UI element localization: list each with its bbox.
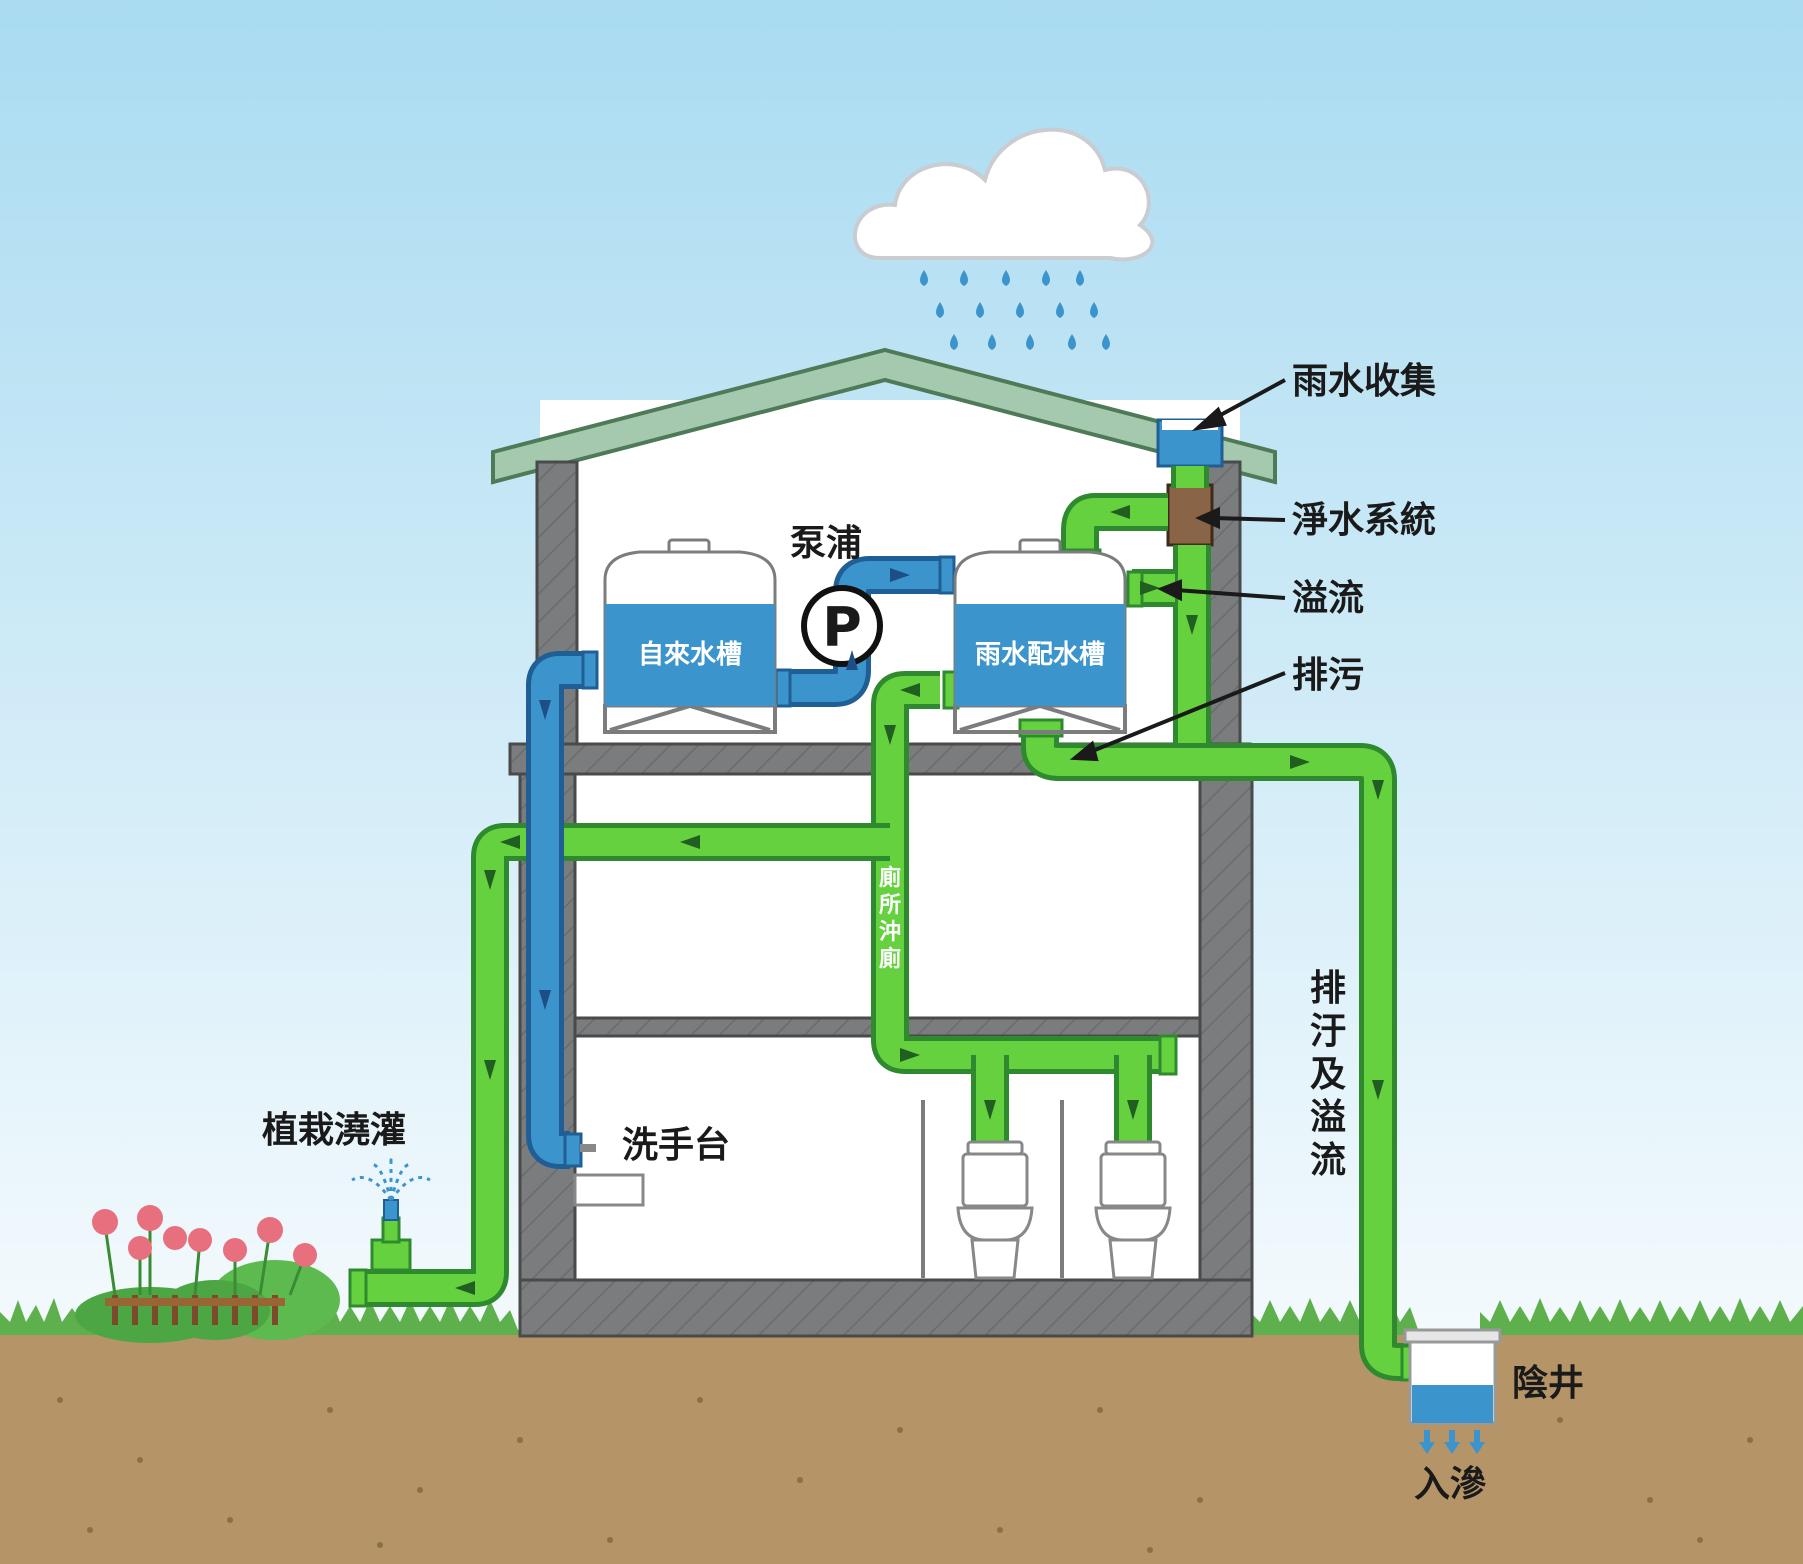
flower-bed [75,1205,340,1343]
drain-overflow-char-1: 排 [1310,968,1346,1009]
tap-water-tank: 自來水槽 [603,538,777,708]
pump-symbol: P [822,596,862,659]
callout-lines [1069,378,1286,762]
tap-tank-label: 自來水槽 [638,639,742,670]
drain-overflow-label: 排 汙 及 溢 流 [1310,968,1346,1181]
blue-flow-arrows [539,568,910,1010]
toilet-flush-char-1: 廁 [879,865,901,891]
cloud-icon [853,127,1155,262]
ground [0,1330,1803,1564]
rain-collection-label: 雨水收集 [1292,361,1436,402]
irrigation-label: 植栽澆灌 [262,1110,406,1151]
manhole-label: 陰井 [1512,1363,1584,1404]
green-flow-arrows [455,505,1384,1295]
drain-overflow-char-4: 溢 [1310,1097,1346,1138]
blue-fittings [581,555,956,708]
pump-label: 泵浦 [790,523,862,564]
toilet-flush-char-4: 廁 [879,946,901,972]
overflow-label: 溢流 [1292,578,1364,619]
stall-dividers [921,1100,1064,1278]
infiltration-label: 入滲 [1414,1464,1486,1505]
toilet-flush-char-2: 所 [879,893,901,918]
manhole [1403,1328,1502,1454]
blue-pipes [526,556,945,1169]
toilet-2 [1094,1140,1172,1280]
soil-dots [57,1397,1753,1553]
toilet-flush-char-3: 沖 [879,920,901,945]
purification-label: 淨水系統 [1292,500,1436,541]
drain-overflow-char-3: 及 [1310,1054,1346,1095]
drain-label: 排污 [1292,655,1364,696]
wash-basin-label: 洗手台 [622,1125,730,1166]
drain-overflow-char-2: 汙 [1310,1011,1346,1052]
rain-distribution-tank: 雨水配水槽 [953,538,1127,708]
sprinkler-icon [351,1158,431,1272]
wash-basin [563,1132,645,1207]
drain-overflow-char-5: 流 [1310,1140,1346,1181]
toilet-1 [956,1140,1034,1280]
pump-icon: P [801,585,883,667]
raindrops [920,270,1110,350]
toilet-flush-label: 廁 所 沖 廁 [879,865,901,972]
rain-tank-label: 雨水配水槽 [975,640,1105,670]
roof [491,347,1277,485]
